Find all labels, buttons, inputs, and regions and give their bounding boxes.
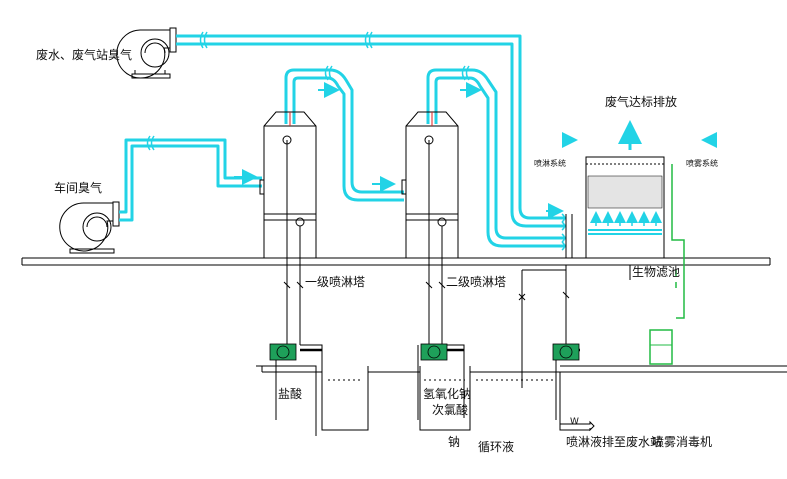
- ground-platform: [21, 257, 771, 266]
- fan-workshop-icon: [59, 201, 120, 254]
- label-hcl: 盐酸: [278, 386, 302, 401]
- label-exhaust-standard: 废气达标排放: [605, 94, 677, 109]
- label-tower-2: 二级喷淋塔: [446, 275, 506, 289]
- pump-1-icon: [269, 343, 297, 361]
- sprayer-unit-icon: [649, 329, 673, 365]
- flow-arrows: [234, 82, 717, 219]
- pump-3-icon: [552, 343, 580, 361]
- fan-top-icon: [116, 27, 177, 79]
- tower-2: [401, 111, 459, 258]
- tank-basin: [256, 365, 787, 436]
- exhaust-ducts: [119, 34, 566, 248]
- label-workshop-odor: 车间臭气: [54, 180, 102, 195]
- label-valve-w: W: [570, 417, 579, 427]
- bio-filter-tank: [565, 156, 665, 259]
- label-tower-1: 一级喷淋塔: [305, 275, 365, 289]
- label-wastewater-station-odor: 废水、废气站臭气: [36, 47, 132, 62]
- label-naclo-2: 钠: [448, 434, 460, 449]
- duct-joint-marks: [146, 31, 566, 251]
- label-bio-filter: 生物滤池: [632, 265, 680, 279]
- label-circulating: 循环液: [478, 439, 514, 454]
- spray-supply-line: [671, 164, 685, 319]
- valve-marks: [283, 281, 570, 301]
- label-naclo-1: 次氯酸: [432, 402, 468, 417]
- label-spray-system-right: 喷雾系统: [686, 158, 718, 168]
- label-sprayer: 喷雾消毒机: [652, 435, 712, 449]
- label-naoh: 氢氧化钠: [423, 386, 471, 401]
- label-spray-system-left: 喷淋系统: [534, 158, 566, 168]
- tower-1: [259, 111, 317, 258]
- pump-2-icon: [420, 343, 448, 361]
- label-discharge: 喷淋液排至废水站: [566, 434, 662, 449]
